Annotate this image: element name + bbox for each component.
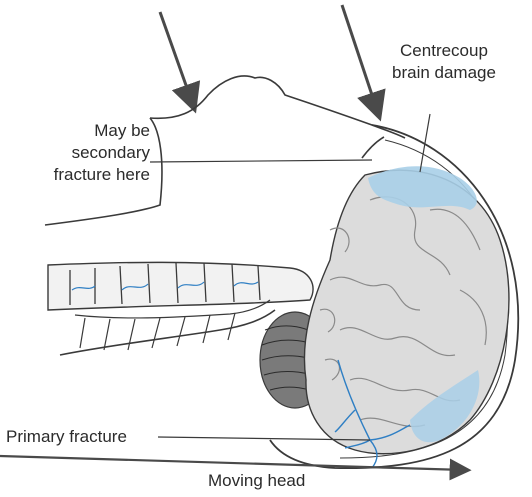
secondary-label-line2: secondary [40, 142, 150, 164]
primary-fracture-label: Primary fracture [6, 426, 127, 448]
secondary-label-line1: May be [40, 120, 150, 142]
secondary-label-line3: fracture here [40, 164, 150, 186]
impact-arrow-right [342, 5, 378, 113]
centrecoup-label-line2: brain damage [392, 62, 496, 84]
secondary-fracture-label: May be secondary fracture here [40, 120, 150, 186]
secondary-fracture-mark [362, 137, 384, 158]
centrecoup-label: Centrecoup brain damage [392, 40, 496, 84]
centrecoup-label-line1: Centrecoup [392, 40, 496, 62]
secondary-fracture-leader [150, 160, 372, 162]
face-profile [150, 76, 405, 138]
moving-head-label: Moving head [208, 470, 305, 492]
impact-arrow-left [160, 12, 193, 105]
moving-head-arrow [0, 456, 465, 470]
brain [304, 170, 509, 454]
